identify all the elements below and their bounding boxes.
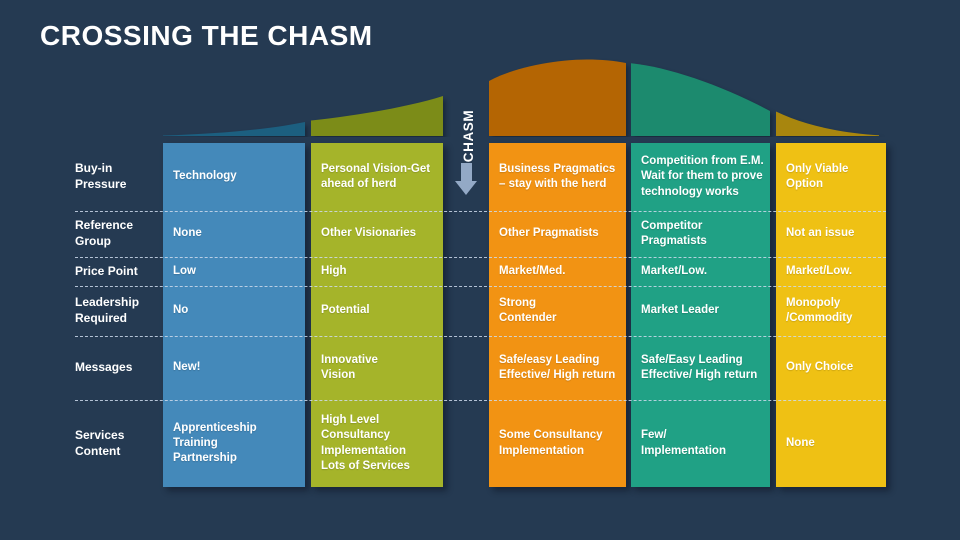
row-divider [75,336,886,337]
row-label-price-point: Price Point [75,263,138,278]
row-divider [75,257,886,258]
column-cell: Market Leader [641,304,719,317]
row-label-messages: Messages [75,360,133,375]
row-labels: Buy-in Pressure Reference Group Price Po… [75,143,161,487]
column-cell: New! [173,361,201,374]
column-cell: Apprenticeship Training Partnership [173,421,257,465]
column-innovators: Technology None Low No New! Apprenticesh… [163,143,305,487]
column-cell: Competitor Pragmatists [641,219,707,247]
row-divider [75,400,886,401]
row-divider [75,286,886,287]
row-divider [75,211,886,212]
curve-segment-laggards [776,111,879,136]
column-cell: Strong Contender [499,296,557,324]
curve-segment-visionaries [311,96,443,136]
column-cell: Personal Vision-Get ahead of herd [321,162,431,190]
column-cell: Only Viable Option [786,162,849,190]
column-cell: Low [173,264,196,277]
column-pragmatists: Business Pragmatics – stay with the herd… [489,143,626,487]
curve-segment-conservatives [631,63,770,136]
column-cell: Some Consultancy Implementation [499,429,603,457]
column-cell: Only Choice [786,361,854,374]
column-cell: High Level Consultancy Implementation Lo… [321,414,410,472]
column-cell: Market/Low. [786,264,853,277]
column-cell: Not an issue [786,227,855,240]
column-cell: Business Pragmatics – stay with the herd [499,162,616,190]
curve-segment-pragmatists [489,59,626,136]
column-cell: High [321,264,347,277]
column-cell: Other Pragmatists [499,227,599,240]
chasm-down-arrow-icon [455,163,477,195]
column-cell: Innovative Vision [321,353,378,381]
column-cell: Potential [321,304,370,317]
row-label-services-content: Services Content [75,427,125,458]
arrow-head [455,181,477,195]
column-cell: Technology [173,170,237,183]
column-laggards: Only Viable Option Not an issue Market/L… [776,143,886,487]
column-conservatives: Competition from E.M. Wait for them to p… [631,143,770,487]
column-cell: No [173,304,189,317]
row-label-buy-in-pressure: Buy-in Pressure [75,161,127,191]
column-cell: Few/ Implementation [641,429,726,457]
row-label-reference-group: Reference Group [75,218,134,248]
column-cell: None [173,227,202,240]
slide-title: CROSSING THE CHASM [40,20,373,51]
column-cell: Market/Low. [641,264,708,277]
column-cell: Safe/easy Leading Effective/ High return [499,353,616,381]
column-visionaries: Personal Vision-Get ahead of herd Other … [311,143,443,487]
row-label-leadership-required: Leadership Required [75,295,140,325]
arrow-shaft [460,163,472,181]
adoption-curve [163,59,879,136]
column-cell: Other Visionaries [321,227,417,240]
column-cell: Safe/Easy Leading Effective/ High return [641,353,758,381]
column-cell: Monopoly /Commodity [786,296,853,324]
column-cell: Competition from E.M. Wait for them to p… [641,155,764,198]
column-cell: None [786,436,815,449]
curve-segment-innovators [163,122,305,136]
column-cell: Market/Med. [499,264,566,277]
